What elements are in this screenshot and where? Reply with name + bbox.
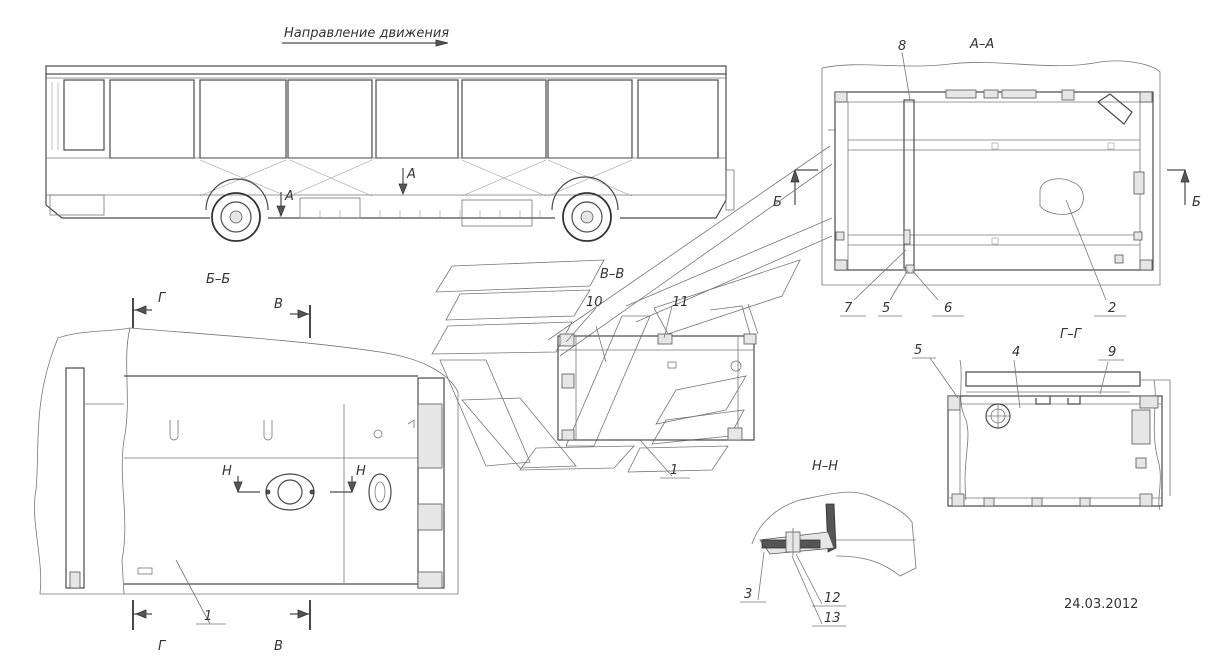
cut-label-v-top: В (274, 297, 283, 312)
callout-13: 13 (824, 611, 841, 626)
cut-label-v-bottom: В (274, 639, 283, 654)
callout-1-vv: 1 (670, 463, 678, 478)
section-aa-label: А–А (969, 37, 994, 52)
cut-label-n-right: Н (356, 464, 366, 479)
section-bb-label: Б–Б (206, 272, 230, 287)
section-gg-label: Г–Г (1060, 327, 1083, 342)
callout-1-bb: 1 (204, 609, 212, 624)
bus-side-view: А А (45, 65, 735, 242)
callout-11: 11 (672, 295, 689, 310)
callout-5-aa: 5 (882, 301, 890, 316)
section-bb: Б–Б Н (34, 272, 459, 654)
cut-arrow-icon (790, 168, 800, 183)
cut-arrow-icon (297, 309, 310, 319)
callout-12: 12 (824, 591, 841, 606)
direction-label: Направление движения (284, 26, 449, 41)
cut-arrow-icon (297, 609, 310, 619)
callout-3: 3 (744, 587, 752, 602)
drawing-date: 24.03.2012 (1064, 597, 1138, 612)
callout-7: 7 (844, 301, 853, 316)
callout-6: 6 (944, 301, 952, 316)
callout-9: 9 (1108, 345, 1116, 360)
section-vv-label: В–В (600, 267, 624, 282)
cut-label-b-right: Б (1192, 195, 1201, 210)
cut-arrow-icon (233, 481, 243, 494)
cut-label-a-bottom: А (284, 189, 294, 204)
callout-2: 2 (1108, 301, 1116, 316)
section-nn: Н–Н 3 12 13 (740, 459, 917, 627)
callout-10: 10 (586, 295, 603, 310)
direction-arrow-icon (435, 39, 449, 47)
section-vv: В–В 10 11 (431, 145, 833, 479)
section-aa: А–А (773, 37, 1201, 317)
cut-arrow-icon (398, 183, 408, 196)
direction-indicator: Направление движения (282, 26, 449, 47)
cut-label-g-top: Г (158, 291, 167, 306)
cut-label-n-left: Н (222, 464, 232, 479)
cut-arrow-icon (347, 481, 357, 494)
section-nn-label: Н–Н (812, 459, 838, 474)
cut-arrow-icon (276, 205, 286, 218)
cut-arrow-icon (134, 305, 147, 315)
cut-arrow-icon (1180, 168, 1190, 183)
cut-label-a-top: А (406, 167, 416, 182)
callout-8: 8 (898, 39, 906, 54)
callout-4: 4 (1012, 345, 1020, 360)
callout-5-gg: 5 (914, 343, 922, 358)
cut-arrow-icon (134, 609, 147, 619)
section-gg: Г–Г 5 4 9 (912, 327, 1171, 511)
cut-label-g-bottom: Г (158, 639, 167, 654)
